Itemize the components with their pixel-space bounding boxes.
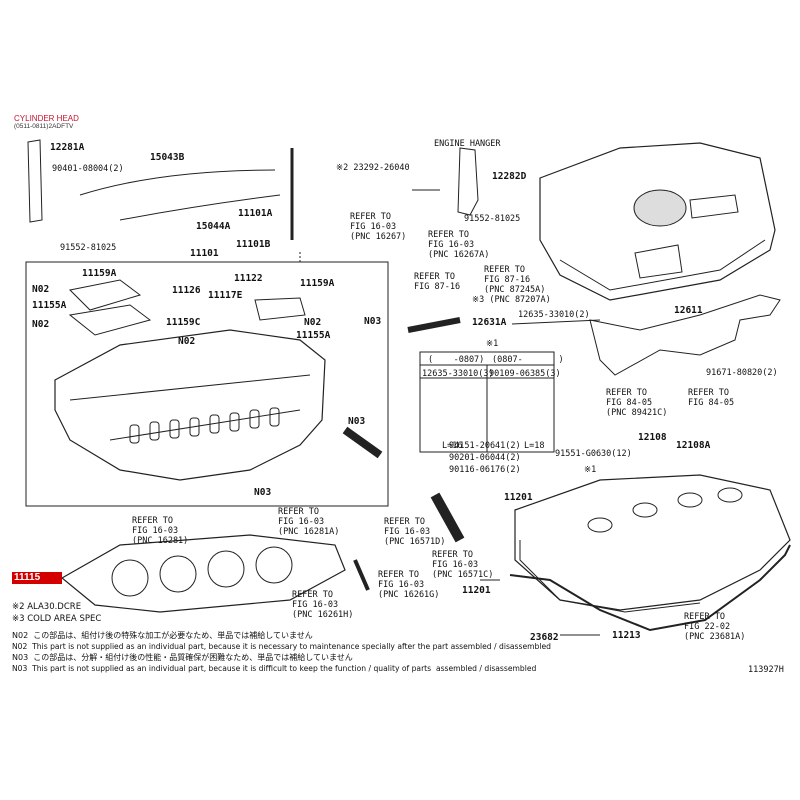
- part-label-11201-bottom[interactable]: 11201: [462, 585, 491, 596]
- refer-callout[interactable]: REFER TO FIG 87-16: [414, 272, 461, 292]
- part-label-12108[interactable]: 12108: [638, 432, 667, 443]
- table-col2-head: (0807- ): [492, 355, 564, 365]
- part-label-90401[interactable]: 90401-08004(2): [52, 164, 124, 174]
- diagram-subtitle: (0511-0811)2ADFTV: [14, 123, 74, 130]
- refer-callout[interactable]: REFER TO FIG 16-03 (PNC 16261G): [378, 570, 440, 600]
- part-label-12631a[interactable]: 12631A: [472, 317, 507, 328]
- figure-id: 113927H: [748, 665, 784, 675]
- part-label-15043b[interactable]: 15043B: [150, 152, 185, 163]
- part-label-91671[interactable]: 91671-80820(2): [706, 368, 778, 378]
- diagram-title: CYLINDER HEAD: [14, 114, 79, 123]
- refer-callout[interactable]: REFER TO FIG 84-05 (PNC 89421C): [606, 388, 668, 418]
- part-label-11101[interactable]: 11101: [190, 248, 219, 259]
- part-label-12635-top[interactable]: 12635-33010(2): [518, 310, 590, 320]
- refer-callout[interactable]: REFER TO FIG 16-03 (PNC 16267): [350, 212, 407, 242]
- part-label-11101b[interactable]: 11101B: [236, 239, 271, 250]
- refer-callout[interactable]: REFER TO FIG 16-03 (PNC 16267A): [428, 230, 490, 260]
- table-col2-part[interactable]: 90109-06385(3): [489, 369, 561, 379]
- footnote-n03-en: N03 This part is not supplied as an indi…: [12, 664, 537, 673]
- n03-label-b: N03: [348, 416, 366, 427]
- footnote-n03-jp: N03 この部品は、分解・組付け後の性能・品質確保が困難なため、単品では補給して…: [12, 653, 353, 662]
- note-mark-1: ※1: [486, 339, 499, 349]
- part-label-11159a-left[interactable]: 11159A: [82, 268, 117, 279]
- cylinder-head-group-box: [25, 261, 389, 507]
- refer-callout[interactable]: REFER TO FIG 87-16 (PNC 87245A): [484, 265, 546, 295]
- part-label-91551[interactable]: 91551-G0630(12): [555, 449, 632, 459]
- part-label-91552-right[interactable]: 91552-81025: [464, 214, 521, 224]
- n02-label-c: N02: [304, 317, 322, 328]
- n03-label-a: N03: [364, 316, 382, 327]
- part-label-11213[interactable]: 11213: [612, 630, 641, 641]
- part-label-23682[interactable]: 23682: [530, 632, 559, 643]
- highlighted-part-11115[interactable]: 11115: [12, 572, 62, 584]
- refer-callout[interactable]: REFER TO FIG 16-03 (PNC 16281): [132, 516, 189, 546]
- refer-callout[interactable]: REFER TO FIG 16-03 (PNC 16571C): [432, 550, 494, 580]
- part-label-15044a[interactable]: 15044A: [196, 221, 231, 232]
- n02-label-a: N02: [32, 284, 50, 295]
- part-label-12108a[interactable]: 12108A: [676, 440, 711, 451]
- n02-label-b: N02: [32, 319, 50, 330]
- part-label-11159a-right[interactable]: 11159A: [300, 278, 335, 289]
- footnote-star3: ※3 COLD AREA SPEC: [12, 614, 102, 624]
- part-label-12281a[interactable]: 12281A: [50, 142, 85, 153]
- refer-callout[interactable]: REFER TO FIG 16-03 (PNC 16281A): [278, 507, 340, 537]
- table-col1-length: L=16: [442, 441, 463, 451]
- part-label-91552-left[interactable]: 91552-81025: [60, 243, 117, 253]
- footnote-star2: ※2 ALA30.DCRE: [12, 602, 82, 612]
- part-label-90116[interactable]: 90116-06176(2): [449, 465, 521, 475]
- part-label-11159c[interactable]: 11159C: [166, 317, 201, 328]
- part-label-11122[interactable]: 11122: [234, 273, 263, 284]
- highlighted-part-label: 11115: [14, 572, 41, 583]
- part-label-94151[interactable]: 94151-20641(2): [449, 441, 521, 451]
- note-mark-1b: ※1: [584, 465, 597, 475]
- refer-callout[interactable]: REFER TO FIG 22-02 (PNC 23681A): [684, 612, 746, 642]
- n03-label-c: N03: [254, 487, 272, 498]
- part-label-90201[interactable]: 90201-06044(2): [449, 453, 521, 463]
- part-label-12282d[interactable]: 12282D: [492, 171, 527, 182]
- refer-callout[interactable]: ※3 (PNC 87207A): [472, 295, 551, 305]
- part-label-11155a-right[interactable]: 11155A: [296, 330, 331, 341]
- part-label-11126[interactable]: 11126: [172, 285, 201, 296]
- part-label-11117e[interactable]: 11117E: [208, 290, 243, 301]
- part-label-11201-top[interactable]: 11201: [504, 492, 533, 503]
- part-label-11101a[interactable]: 11101A: [238, 208, 273, 219]
- refer-callout[interactable]: REFER TO FIG 84-05: [688, 388, 735, 408]
- part-label-23292[interactable]: ※2 23292-26040: [336, 163, 410, 173]
- table-col1-head: ( -0807): [428, 355, 485, 365]
- refer-callout[interactable]: REFER TO FIG 16-03 (PNC 16571D): [384, 517, 446, 547]
- footnote-n02-en: N02 This part is not supplied as an indi…: [12, 642, 551, 651]
- part-label-11155a-left[interactable]: 11155A: [32, 300, 67, 311]
- table-col2-length: L=18: [524, 441, 545, 451]
- table-col1-part[interactable]: 12635-33010(3): [422, 369, 494, 379]
- n02-label-d: N02: [178, 336, 196, 347]
- refer-callout[interactable]: REFER TO FIG 16-03 (PNC 16261H): [292, 590, 354, 620]
- footnote-n02-jp: N02 この部品は、組付け後の特殊な加工が必要なため、単品では補給していません: [12, 631, 313, 640]
- part-label-12611[interactable]: 12611: [674, 305, 703, 316]
- engine-hanger-heading: ENGINE HANGER: [434, 139, 501, 149]
